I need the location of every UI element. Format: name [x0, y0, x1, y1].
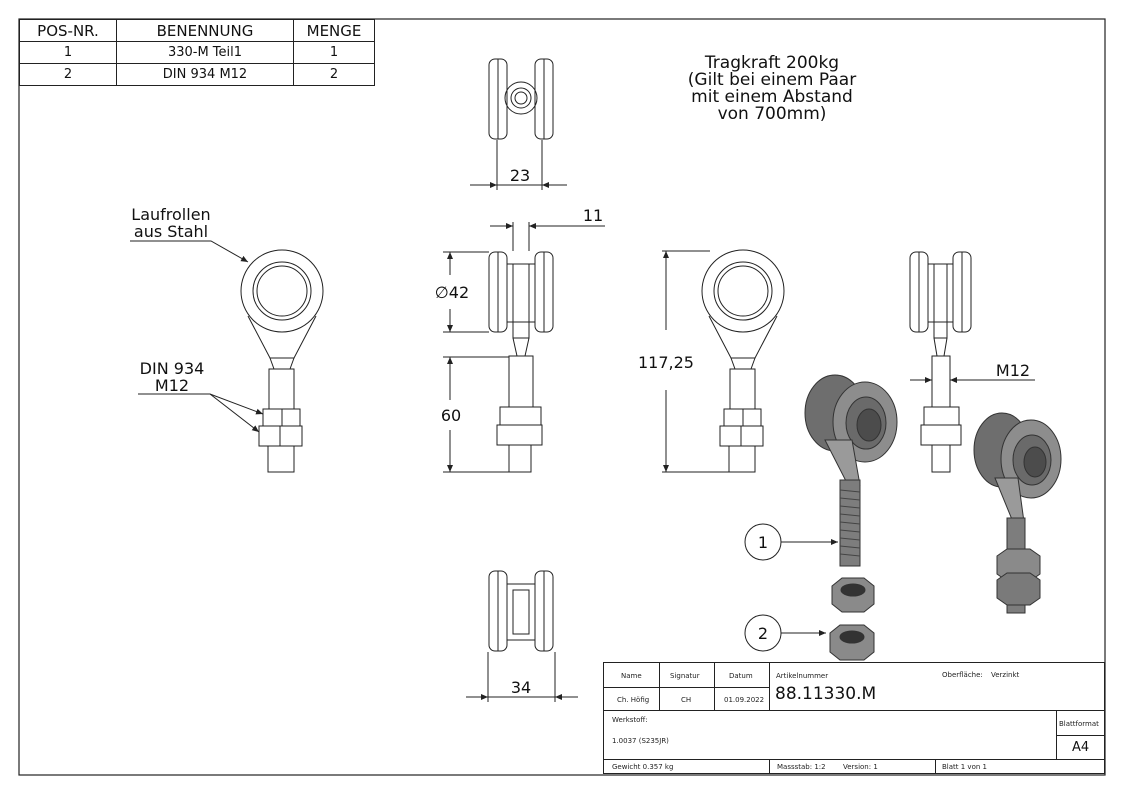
rollers-label-1: Laufrollen	[131, 205, 210, 224]
bom-header-row: POS-NR. BENENNUNG MENGE	[19, 19, 375, 42]
dim-bottom-width: 34	[511, 678, 531, 697]
article-label: Artikelnummer	[776, 672, 829, 680]
bom-header-name: BENENNUNG	[116, 19, 294, 42]
bottom-view	[466, 570, 578, 702]
top-view	[470, 58, 567, 190]
drawn-by: Ch. Höfig	[617, 696, 650, 704]
bom-qty: 1	[293, 41, 375, 64]
bom-row: 2 DIN 934 M12 2	[19, 63, 375, 86]
title-block: Name Signatur Datum Ch. Höfig CH 01.09.2…	[603, 662, 1105, 774]
bom-pos: 1	[19, 41, 117, 64]
bom-qty: 2	[293, 63, 375, 86]
balloon-1-label: 1	[758, 533, 768, 552]
bom-row: 1 330-M Teil1 1	[19, 41, 375, 64]
dim-thread-length: 60	[441, 406, 461, 425]
capacity-note: Tragkraft 200kg (Gilt bei einem Paar mit…	[688, 53, 856, 124]
nut-label-1: DIN 934	[140, 359, 205, 378]
date-label: Datum	[729, 672, 753, 680]
sheet-format-value: A4	[1072, 740, 1090, 755]
isometric-assembled	[973, 412, 1062, 614]
signature-value: CH	[681, 696, 692, 704]
balloon-2-label: 2	[758, 624, 768, 643]
note-line-3: mit einem Abstand	[691, 87, 853, 107]
dim-thread: M12	[996, 361, 1030, 380]
nut-label-2: M12	[155, 376, 189, 395]
note-line-2: (Gilt bei einem Paar	[688, 70, 856, 90]
scale: Massstab: 1:2	[777, 763, 826, 771]
dim-total-height: 117,25	[638, 353, 694, 372]
rollers-label-2: aus Stahl	[134, 222, 208, 241]
sheet-number: Blatt 1 von 1	[942, 763, 987, 771]
dim-top-width: 23	[510, 166, 530, 185]
sheet-format-label: Blattformat	[1059, 720, 1099, 728]
note-line-4: von 700mm)	[718, 104, 827, 124]
bom-name: 330-M Teil1	[116, 41, 294, 64]
bom-header-qty: MENGE	[293, 19, 375, 42]
side-view-left	[240, 249, 324, 473]
bill-of-materials: POS-NR. BENENNUNG MENGE 1 330-M Teil1 1 …	[19, 19, 375, 86]
front-view	[488, 251, 554, 473]
surface-value: Verzinkt	[991, 671, 1020, 679]
material-value: 1.0037 (S235JR)	[612, 737, 669, 745]
isometric-exploded	[804, 374, 898, 661]
side-view-far-right	[909, 251, 1035, 473]
surface-label: Oberfläche:	[942, 671, 983, 679]
bom-name: DIN 934 M12	[116, 63, 294, 86]
rollers-callout: Laufrollen aus Stahl	[130, 205, 249, 263]
dim-offset: 11	[583, 206, 603, 225]
material-label: Werkstoff:	[612, 716, 648, 724]
balloon-1: 1	[744, 523, 838, 561]
weight: Gewicht 0.357 kg	[612, 763, 674, 771]
note-line-1: Tragkraft 200kg	[704, 53, 839, 73]
name-label: Name	[621, 672, 642, 680]
date-value: 01.09.2022	[724, 696, 765, 704]
signature-label: Signatur	[670, 672, 700, 680]
side-view-right	[662, 249, 785, 473]
version: Version: 1	[843, 763, 878, 771]
nut-callout: DIN 934 M12	[138, 359, 264, 433]
article-number: 88.11330.M	[775, 684, 877, 704]
dim-wheel-diameter: ∅42	[435, 283, 469, 302]
bom-pos: 2	[19, 63, 117, 86]
sheet-border	[18, 18, 1106, 776]
front-view-dimensions	[443, 222, 605, 473]
balloon-2: 2	[744, 614, 826, 652]
bom-header-pos: POS-NR.	[19, 19, 117, 42]
